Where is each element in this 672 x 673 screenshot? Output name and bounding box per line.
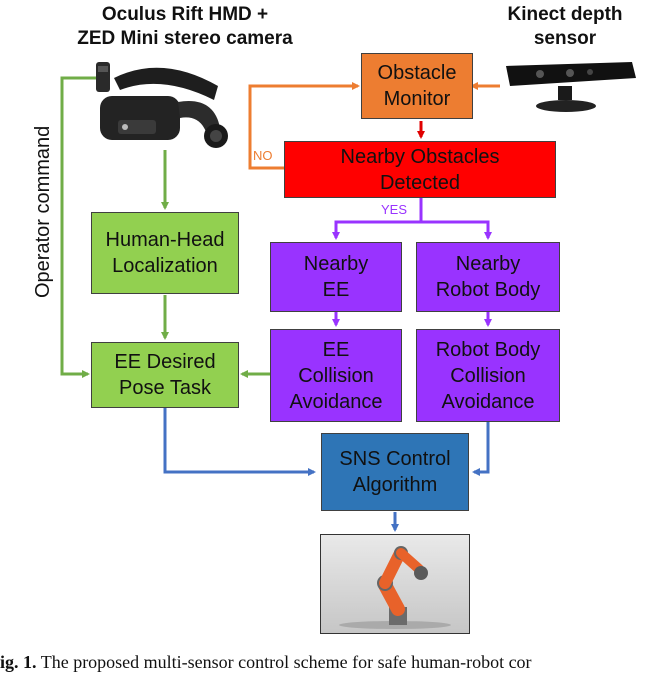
figure-number: ig. 1. [0,652,37,672]
figure-caption: ig. 1. The proposed multi-sensor control… [0,652,672,673]
caption-text: The proposed multi-sensor control scheme… [40,652,532,672]
hmd-header: Oculus Rift HMD + ZED Mini stereo camera [77,4,293,50]
human-head-localization-box: Human-Head Localization [91,212,239,294]
nearby-robot-body-box: Nearby Robot Body [416,242,560,312]
ee-desired-pose-box: EE Desired Pose Task [91,342,239,408]
obstacle-monitor-box: Obstacle Monitor [361,53,473,119]
ee-collision-avoidance-box: EE Collision Avoidance [270,329,402,422]
no-label: NO [253,148,273,163]
arrow-yes-branch-body [421,220,492,240]
oculus-hmd-image [92,56,232,154]
sns-control-box: SNS Control Algorithm [321,433,469,511]
nearby-ee-box: Nearby EE [270,242,402,312]
nearby-obstacles-box: Nearby Obstacles Detected [284,141,556,198]
robot-arm-image [320,534,470,634]
arrow-yes-branch-ee [332,198,423,240]
operator-command-label: Operator command [32,125,54,298]
arrow-operator-command [60,76,96,378]
arrow-no-loop [248,82,360,170]
arrow-ee-pose-to-sns [163,408,316,476]
kinect-sensor-image [500,52,640,114]
yes-label: YES [381,202,408,217]
arrow-body-collision-to-sns [472,422,490,476]
kinect-header: Kinect depth sensor [507,4,623,50]
robot-body-collision-box: Robot Body Collision Avoidance [416,329,560,422]
